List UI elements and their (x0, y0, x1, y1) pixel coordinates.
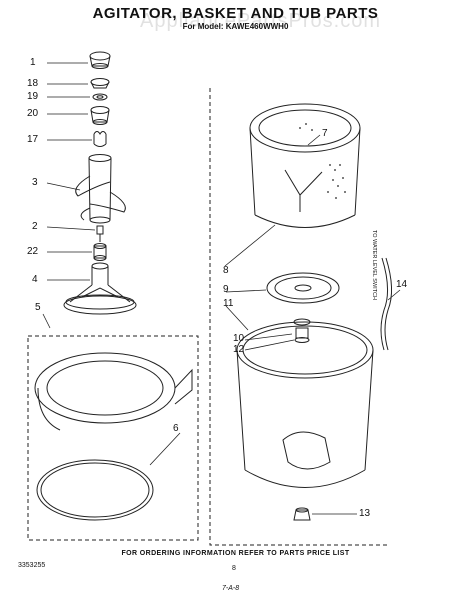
seal-part (293, 318, 311, 343)
page-number: 8 (232, 565, 236, 572)
diagram-subtitle: For Model: KAWE460WWH0 (182, 22, 289, 31)
watermark: AppliancePartsPros.com (140, 10, 381, 32)
agitator-part (75, 154, 126, 224)
callout-9: 9 (223, 284, 229, 295)
callout-22: 22 (27, 246, 39, 257)
callout-1: 1 (30, 57, 36, 68)
callout-18: 18 (27, 78, 39, 89)
agitator-cap-part (89, 51, 111, 69)
callout-4: 4 (32, 274, 38, 285)
page-code: 7-A-8 (222, 585, 240, 592)
callout-11: 11 (223, 298, 234, 309)
tub-part (236, 321, 374, 488)
water-level-switch-label: TO WATER LEVEL SWITCH (371, 230, 377, 300)
bolt-part (96, 225, 104, 242)
callout-3: 3 (32, 177, 38, 188)
basket-part (249, 103, 361, 228)
tub-ring-part (34, 352, 193, 431)
spin-tube-hub-part (63, 262, 137, 315)
document-number: 3353255 (18, 562, 46, 569)
hose-part (380, 257, 392, 351)
gasket-part (36, 459, 154, 521)
callout-7: 7 (322, 128, 328, 139)
callout-13: 13 (359, 508, 371, 519)
basket-drive-part (266, 272, 340, 304)
callout-14: 14 (396, 279, 408, 290)
callout-5: 5 (35, 302, 41, 313)
nut-part (293, 507, 311, 521)
callout-19: 19 (27, 91, 39, 102)
ring-part (92, 93, 108, 101)
cam-part (90, 78, 110, 89)
diagram-title: AGITATOR, BASKET AND TUB PARTS (92, 5, 379, 22)
ordering-note: FOR ORDERING INFORMATION REFER TO PARTS … (121, 550, 350, 557)
callout-20: 20 (27, 108, 39, 119)
clip-part (93, 131, 107, 147)
callout-2: 2 (32, 221, 38, 232)
callout-12: 12 (233, 344, 245, 355)
callout-10: 10 (233, 333, 245, 344)
coupling-part (93, 243, 107, 261)
callout-6: 6 (173, 423, 179, 434)
dog-assembly-part (90, 106, 110, 125)
callout-8: 8 (223, 265, 229, 276)
callout-17: 17 (27, 134, 39, 145)
